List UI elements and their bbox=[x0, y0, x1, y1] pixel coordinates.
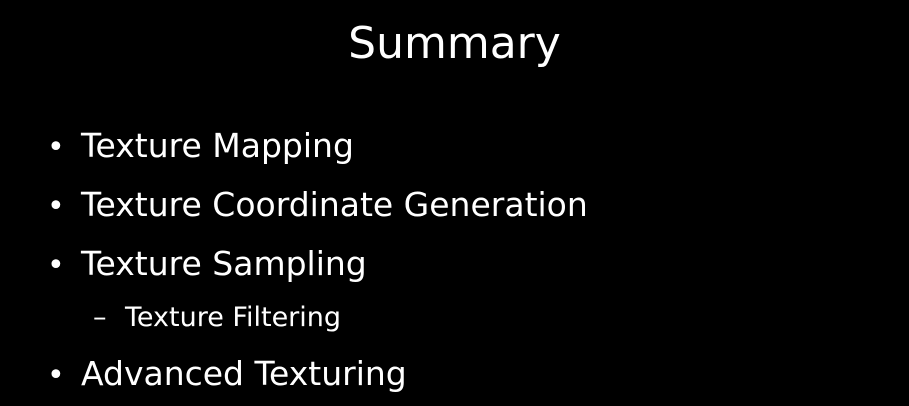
bullet-label: Texture Mapping bbox=[81, 126, 354, 165]
bullet-label: Texture Coordinate Generation bbox=[81, 185, 588, 224]
sub-bullet-label: Texture Filtering bbox=[125, 302, 342, 333]
bullet-label: Advanced Texturing bbox=[81, 354, 407, 393]
bullet-label: Texture Sampling bbox=[81, 244, 367, 283]
bullet-item: • Texture Coordinate Generation bbox=[47, 185, 588, 227]
bullet-icon: • bbox=[47, 248, 65, 283]
bullet-icon: • bbox=[47, 130, 65, 165]
bullet-item: • Advanced Texturing bbox=[47, 354, 407, 396]
bullet-icon: • bbox=[47, 358, 65, 393]
bullet-item: • Texture Sampling bbox=[47, 244, 367, 286]
slide-title: Summary bbox=[348, 18, 561, 69]
bullet-item: • Texture Mapping bbox=[47, 126, 354, 168]
bullet-icon: • bbox=[47, 189, 65, 224]
sub-bullet-item: –Texture Filtering bbox=[93, 300, 341, 336]
dash-icon: – bbox=[93, 302, 107, 333]
